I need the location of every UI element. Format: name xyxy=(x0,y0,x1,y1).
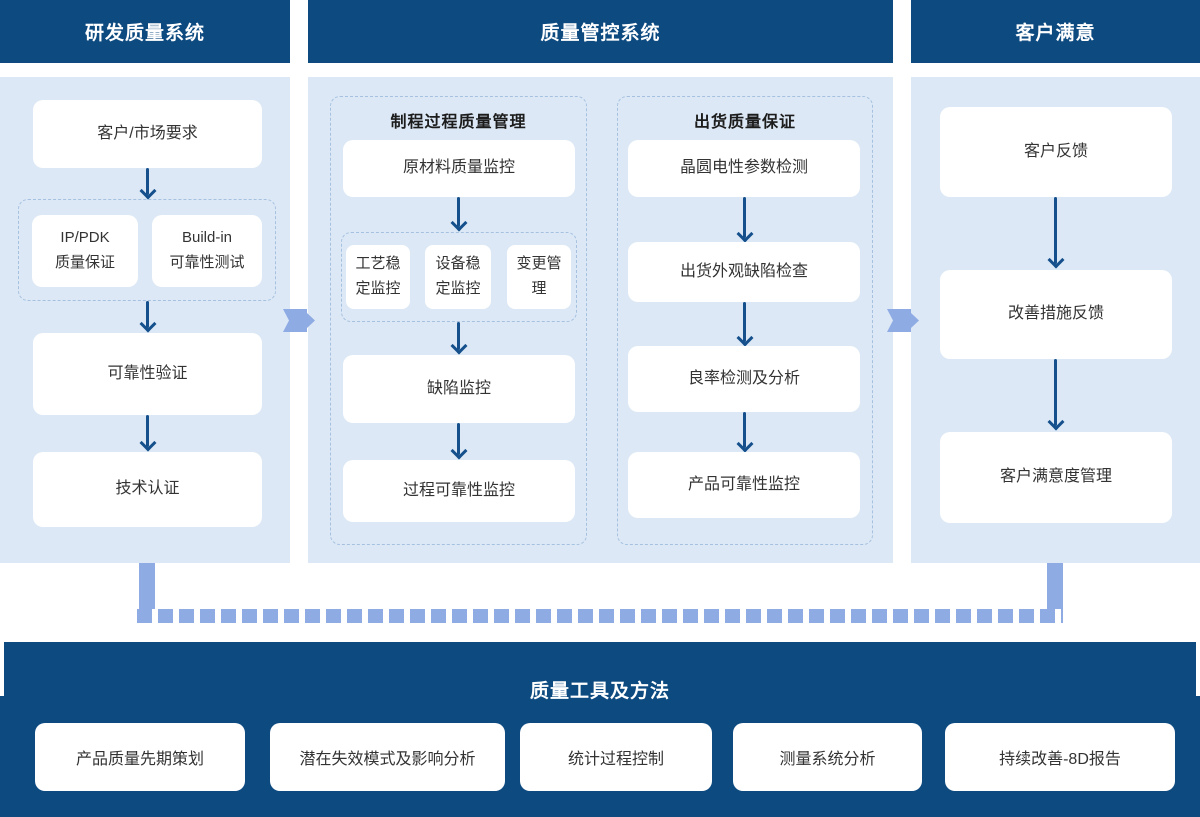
tool-fmea: 潜在失效模式及影响分析 xyxy=(270,723,505,791)
node-yield-test-analysis: 良率检测及分析 xyxy=(628,346,860,412)
down-arrow-icon xyxy=(743,412,746,448)
down-arrow-icon xyxy=(743,197,746,238)
tool-spc: 统计过程控制 xyxy=(520,723,712,791)
node-defect-monitoring: 缺陷监控 xyxy=(343,355,575,423)
down-arrow-icon xyxy=(1054,197,1057,264)
tool-msa: 测量系统分析 xyxy=(733,723,922,791)
node-customer-market-requirements: 客户/市场要求 xyxy=(33,100,262,168)
node-built-in-line2: 可靠性测试 xyxy=(169,254,245,271)
tool-apqp-label: 产品质量先期策划 xyxy=(75,751,204,768)
node-equipment-stability-monitoring: 设备稳定监控 xyxy=(425,245,491,309)
node-improvement-measures-feedback: 改善措施反馈 xyxy=(940,270,1172,359)
node-wafer-electrical-parameter-test: 晶圆电性参数检测 xyxy=(628,140,860,197)
connector-stub-right xyxy=(1047,563,1063,609)
node-reliability-verification: 可靠性验证 xyxy=(33,333,262,415)
node-process-reliability-label: 过程可靠性监控 xyxy=(402,481,515,499)
tool-fmea-label: 潜在失效模式及影响分析 xyxy=(299,751,476,768)
down-arrow-icon xyxy=(743,302,746,342)
node-customer-market-requirements-label: 客户/市场要求 xyxy=(97,124,198,142)
header-quality-control-system-label: 质量管控系统 xyxy=(540,23,661,44)
node-ip-pdk-line2: 质量保证 xyxy=(54,254,115,271)
node-customer-feedback-label: 客户反馈 xyxy=(1023,142,1088,160)
down-arrow-icon xyxy=(146,168,149,195)
node-equipment-stability-label: 设备稳定监控 xyxy=(435,255,481,297)
header-rd-quality-system: 研发质量系统 xyxy=(0,0,290,63)
node-customer-feedback: 客户反馈 xyxy=(940,107,1172,197)
node-process-stability-label: 工艺稳定监控 xyxy=(355,255,401,297)
node-process-reliability-monitoring: 过程可靠性监控 xyxy=(343,460,575,522)
node-change-management: 变更管理 xyxy=(507,245,571,309)
connector-stub-left xyxy=(139,563,155,609)
tools-bar-title: 质量工具及方法 xyxy=(529,681,670,702)
node-process-stability-monitoring: 工艺稳定监控 xyxy=(346,245,410,309)
header-customer-satisfaction-label: 客户满意 xyxy=(1015,23,1096,44)
node-built-in-reliability-test: Build-in 可靠性测试 xyxy=(152,215,262,287)
right-arrow-ribbon-icon xyxy=(887,309,919,332)
header-quality-control-system: 质量管控系统 xyxy=(308,0,893,63)
group-shipment-quality-assurance xyxy=(617,96,873,545)
group-shipment-qa-title: 出货质量保证 xyxy=(693,114,796,131)
tool-8d-report: 持续改善-8D报告 xyxy=(945,723,1175,791)
node-yield-analysis-label: 良率检测及分析 xyxy=(687,369,800,387)
node-improvement-feedback-label: 改善措施反馈 xyxy=(1007,305,1104,323)
tool-8d-report-label: 持续改善-8D报告 xyxy=(999,751,1121,768)
header-rd-quality-system-label: 研发质量系统 xyxy=(84,23,205,44)
node-defect-monitoring-label: 缺陷监控 xyxy=(426,379,491,397)
node-customer-satisfaction-management: 客户满意度管理 xyxy=(940,432,1172,523)
node-technology-certification-label: 技术认证 xyxy=(115,480,180,498)
down-arrow-icon xyxy=(146,415,149,447)
node-visual-inspection-label: 出货外观缺陷检查 xyxy=(679,262,808,280)
node-reliability-verification-label: 可靠性验证 xyxy=(107,364,188,382)
tool-spc-label: 统计过程控制 xyxy=(567,751,664,768)
down-arrow-icon xyxy=(457,322,460,350)
node-technology-certification: 技术认证 xyxy=(33,452,262,527)
node-wafer-test-label: 晶圆电性参数检测 xyxy=(679,159,808,177)
tool-apqp: 产品质量先期策划 xyxy=(35,723,245,791)
node-shipment-visual-defect-inspection: 出货外观缺陷检查 xyxy=(628,242,860,302)
node-product-reliability-monitoring: 产品可靠性监控 xyxy=(628,452,860,518)
down-arrow-icon xyxy=(457,423,460,455)
down-arrow-icon xyxy=(146,301,149,328)
node-change-management-label: 变更管理 xyxy=(516,255,562,297)
right-arrow-ribbon-icon xyxy=(283,309,315,332)
down-arrow-icon xyxy=(457,197,460,227)
group-process-quality-title: 制程过程质量管理 xyxy=(390,114,527,131)
node-raw-material-quality-monitoring: 原材料质量监控 xyxy=(343,140,575,197)
dashed-connector-line xyxy=(137,609,1063,623)
header-customer-satisfaction: 客户满意 xyxy=(911,0,1200,63)
node-ip-pdk-line1: IP/PDK xyxy=(60,229,110,247)
node-customer-satisfaction-label: 客户满意度管理 xyxy=(999,468,1112,486)
group-process-quality-management xyxy=(330,96,587,545)
node-ip-pdk-quality-assurance: IP/PDK 质量保证 xyxy=(32,215,138,287)
node-built-in-line1: Build-in xyxy=(181,229,233,247)
node-raw-material-label: 原材料质量监控 xyxy=(402,159,515,177)
node-product-reliability-label: 产品可靠性监控 xyxy=(687,475,800,493)
tool-msa-label: 测量系统分析 xyxy=(779,751,876,768)
down-arrow-icon xyxy=(1054,359,1057,426)
